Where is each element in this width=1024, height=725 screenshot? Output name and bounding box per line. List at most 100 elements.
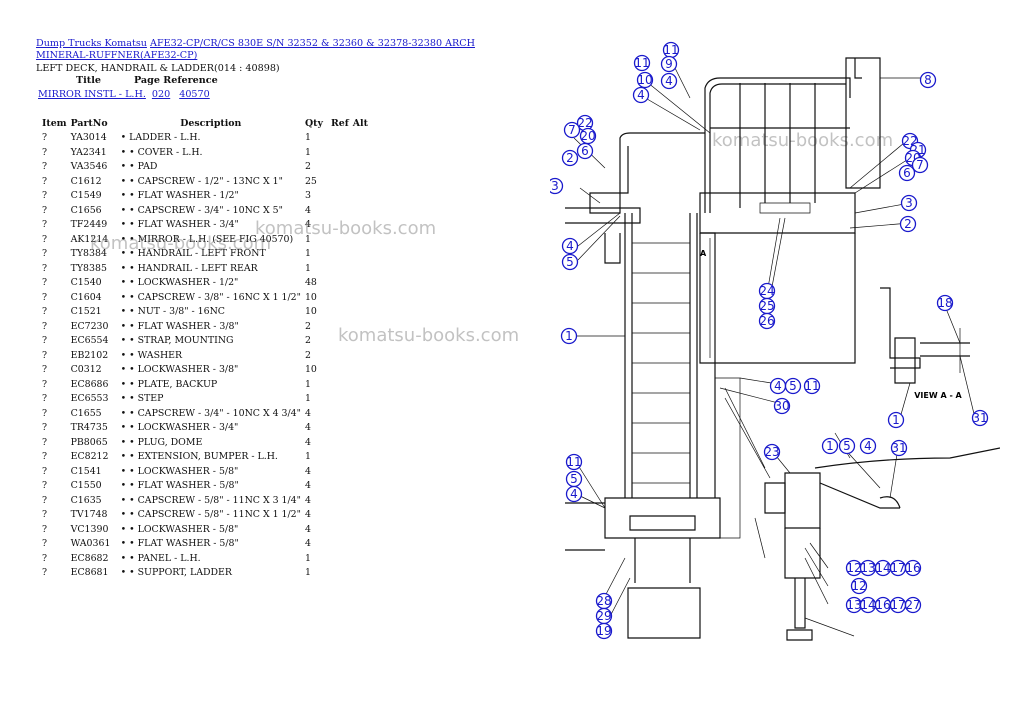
- cell-item: ?: [42, 233, 48, 245]
- link-model[interactable]: AFE32-CP/CR/CS 830E S/N 32352 & 32360 & …: [150, 38, 475, 49]
- callout-number: 11: [566, 455, 581, 469]
- cell-partno: C1540: [70, 277, 102, 289]
- link-model-cont[interactable]: MINERAL-RUFFNER(AFE32-CP): [36, 50, 198, 62]
- callout-circle: [900, 194, 918, 212]
- cell-alt: [351, 407, 370, 422]
- cell-alt: [351, 523, 370, 538]
- cell-qty: 4: [304, 219, 311, 231]
- handrail-drawing: [619, 57, 881, 213]
- cell-description: • • LOCKWASHER - 5/8": [120, 465, 239, 477]
- table-row: ?VC1390• • LOCKWASHER - 5/8"4: [40, 523, 370, 538]
- cell-ref: [329, 421, 351, 436]
- callout-circle: [899, 215, 917, 233]
- callout-number: 17: [890, 561, 905, 575]
- callout-6: 6: [576, 142, 594, 160]
- callout-circle: [660, 55, 678, 73]
- col-item: Item: [42, 117, 67, 129]
- link-dump-trucks[interactable]: Dump Trucks Komatsu: [36, 38, 147, 49]
- table-row: ?C1550• • FLAT WASHER - 5/8"4: [40, 479, 370, 494]
- cell-description: • • LOCKWASHER - 5/8": [120, 523, 239, 535]
- cell-ref: [329, 465, 351, 480]
- cell-alt: [351, 465, 370, 480]
- cell-qty: 2: [304, 161, 311, 173]
- cell-description: • • CAPSCREW - 5/8" - 11NC X 1 1/2": [120, 509, 301, 521]
- cell-item: ?: [42, 552, 48, 564]
- cell-alt: [351, 552, 370, 567]
- callout-number: 4: [665, 74, 673, 88]
- callout-19: 19: [595, 622, 613, 640]
- callout-4: 4: [769, 377, 787, 395]
- callout-20: 20: [579, 127, 597, 145]
- callout-5: 5: [565, 470, 583, 488]
- callout-number: 25: [759, 299, 774, 313]
- callout-circle: [563, 121, 581, 139]
- table-row: ?C1549• • FLAT WASHER - 1/2"3: [40, 189, 370, 204]
- table-row: ?C1635• • CAPSCREW - 5/8" - 11NC X 3 1/4…: [40, 494, 370, 509]
- table-row: ?C0312• • LOCKWASHER - 3/8"10: [40, 363, 370, 378]
- callout-number: 17: [890, 598, 905, 612]
- cell-description: • • LOCKWASHER - 3/4": [120, 422, 239, 434]
- cell-qty: 4: [304, 465, 311, 477]
- callout-number: 13: [846, 598, 861, 612]
- callout-5: 5: [784, 377, 802, 395]
- callout-circle: [890, 439, 908, 457]
- cell-qty: 4: [304, 523, 311, 535]
- callout-30: 30: [773, 397, 791, 415]
- cell-description: • • SUPPORT, LADDER: [120, 567, 232, 579]
- callout-number: 7: [916, 158, 924, 172]
- ref-page-link[interactable]: 020: [151, 88, 171, 100]
- cell-alt: [351, 204, 370, 219]
- cell-qty: 1: [304, 393, 311, 405]
- cell-item: ?: [42, 407, 48, 419]
- cell-qty: 1: [304, 567, 311, 579]
- cell-item: ?: [42, 146, 48, 158]
- cell-qty: 4: [304, 422, 311, 434]
- cell-qty: 1: [304, 552, 311, 564]
- callout-number: 31: [972, 411, 987, 425]
- cell-alt: [351, 146, 370, 161]
- callout-circle: [565, 453, 583, 471]
- cell-qty: 4: [304, 407, 311, 419]
- cell-partno: EC8682: [70, 552, 109, 564]
- callout-circle: [560, 327, 578, 345]
- table-row: ?TR4735• • LOCKWASHER - 3/4"4: [40, 421, 370, 436]
- callout-number: 5: [570, 472, 578, 486]
- cell-alt: [351, 479, 370, 494]
- callout-23: 23: [763, 443, 781, 461]
- cell-partno: VC1390: [70, 523, 109, 535]
- cell-ref: [329, 363, 351, 378]
- cell-partno: EC8212: [70, 451, 109, 463]
- cell-description: • • FLAT WASHER - 3/8": [120, 320, 239, 332]
- cell-qty: 48: [304, 277, 317, 289]
- cell-item: ?: [42, 320, 48, 332]
- deck-drawing: [565, 192, 856, 364]
- cell-qty: 1: [304, 451, 311, 463]
- cell-item: ?: [42, 306, 48, 318]
- ref-title-link[interactable]: MIRROR INSTL - L.H.: [38, 88, 146, 100]
- table-row: ?YA3014• LADDER - L.H.1: [40, 131, 370, 146]
- callout-circle: [660, 72, 678, 90]
- callout-11: 11: [565, 453, 583, 471]
- cell-item: ?: [42, 494, 48, 506]
- cell-description: • • COVER - L.H.: [120, 146, 203, 158]
- cell-qty: 4: [304, 480, 311, 492]
- callout-number: 6: [903, 166, 911, 180]
- callout-labels: 1194111048222076232221207632452425261814…: [550, 41, 989, 640]
- parts-diagram: VIEW A - A A 119411104822207623222120763…: [550, 41, 1000, 641]
- callout-circle: [887, 411, 905, 429]
- cell-partno: EC6553: [70, 393, 109, 405]
- callout-circle: [898, 164, 916, 182]
- cell-item: ?: [42, 378, 48, 390]
- callout-number: 3: [905, 196, 913, 210]
- cell-description: • • EXTENSION, BUMPER - L.H.: [120, 451, 278, 463]
- callout-2: 2: [561, 149, 579, 167]
- callout-31: 31: [890, 439, 908, 457]
- cell-partno: PB8065: [70, 436, 108, 448]
- ref-number-link[interactable]: 40570: [179, 88, 210, 100]
- breadcrumb: Dump Trucks Komatsu AFE32-CP/CR/CS 830E …: [36, 38, 506, 63]
